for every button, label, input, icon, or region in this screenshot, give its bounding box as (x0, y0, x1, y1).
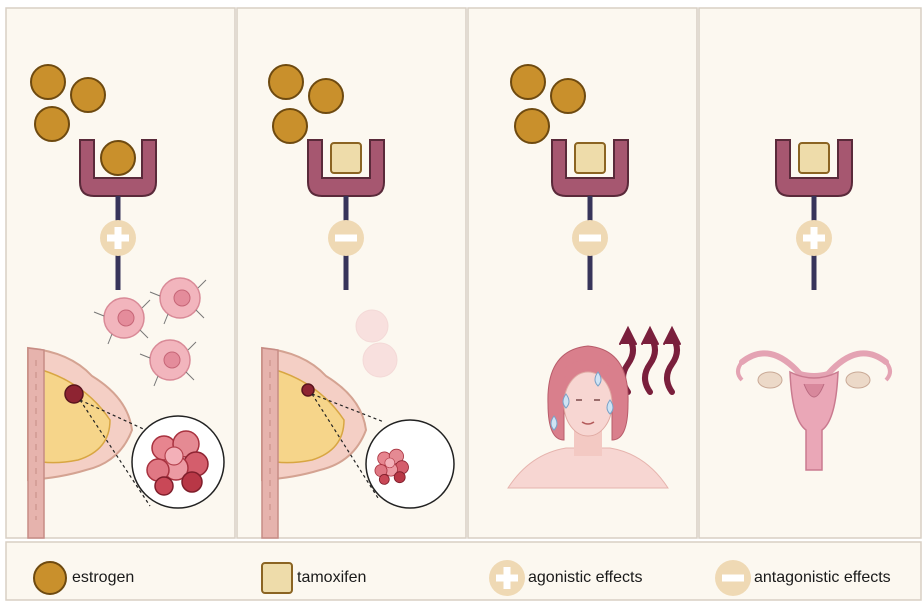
estrogen-icon (551, 79, 585, 113)
legend-antagonistic-icon (715, 560, 751, 596)
agonistic-effect-icon (100, 220, 136, 256)
estrogen-icon (31, 65, 65, 99)
tumor-magnified-view (366, 420, 454, 508)
estrogen-receptor (552, 140, 628, 196)
estrogen-icon (309, 79, 343, 113)
legend-estrogen-label: estrogen (72, 569, 134, 587)
antagonistic-effect-icon (572, 220, 608, 256)
tumor-magnified-view (132, 416, 224, 508)
antagonistic-effect-icon (328, 220, 364, 256)
agonistic-effect-icon (796, 220, 832, 256)
estrogen-receptor (80, 140, 156, 196)
bound-tamoxifen-icon (575, 143, 605, 173)
estrogen-receptor (308, 140, 384, 196)
estrogen-icon (269, 65, 303, 99)
legend-antagonistic-label: antagonistic effects (754, 569, 891, 587)
legend-tamoxifen-label: tamoxifen (297, 569, 366, 587)
estrogen-icon (273, 109, 307, 143)
legend-agonistic-icon (489, 560, 525, 596)
bound-estrogen-icon (101, 141, 135, 175)
estrogen-icon (515, 109, 549, 143)
legend-agonistic-label: agonistic effects (528, 569, 642, 587)
bound-tamoxifen-icon (799, 143, 829, 173)
estrogen-icon (511, 65, 545, 99)
estrogen-receptor (776, 140, 852, 196)
bound-tamoxifen-icon (331, 143, 361, 173)
legend-tamoxifen-icon (262, 563, 292, 593)
estrogen-icon (35, 107, 69, 141)
estrogen-icon (71, 78, 105, 112)
legend-estrogen-icon (34, 562, 66, 594)
